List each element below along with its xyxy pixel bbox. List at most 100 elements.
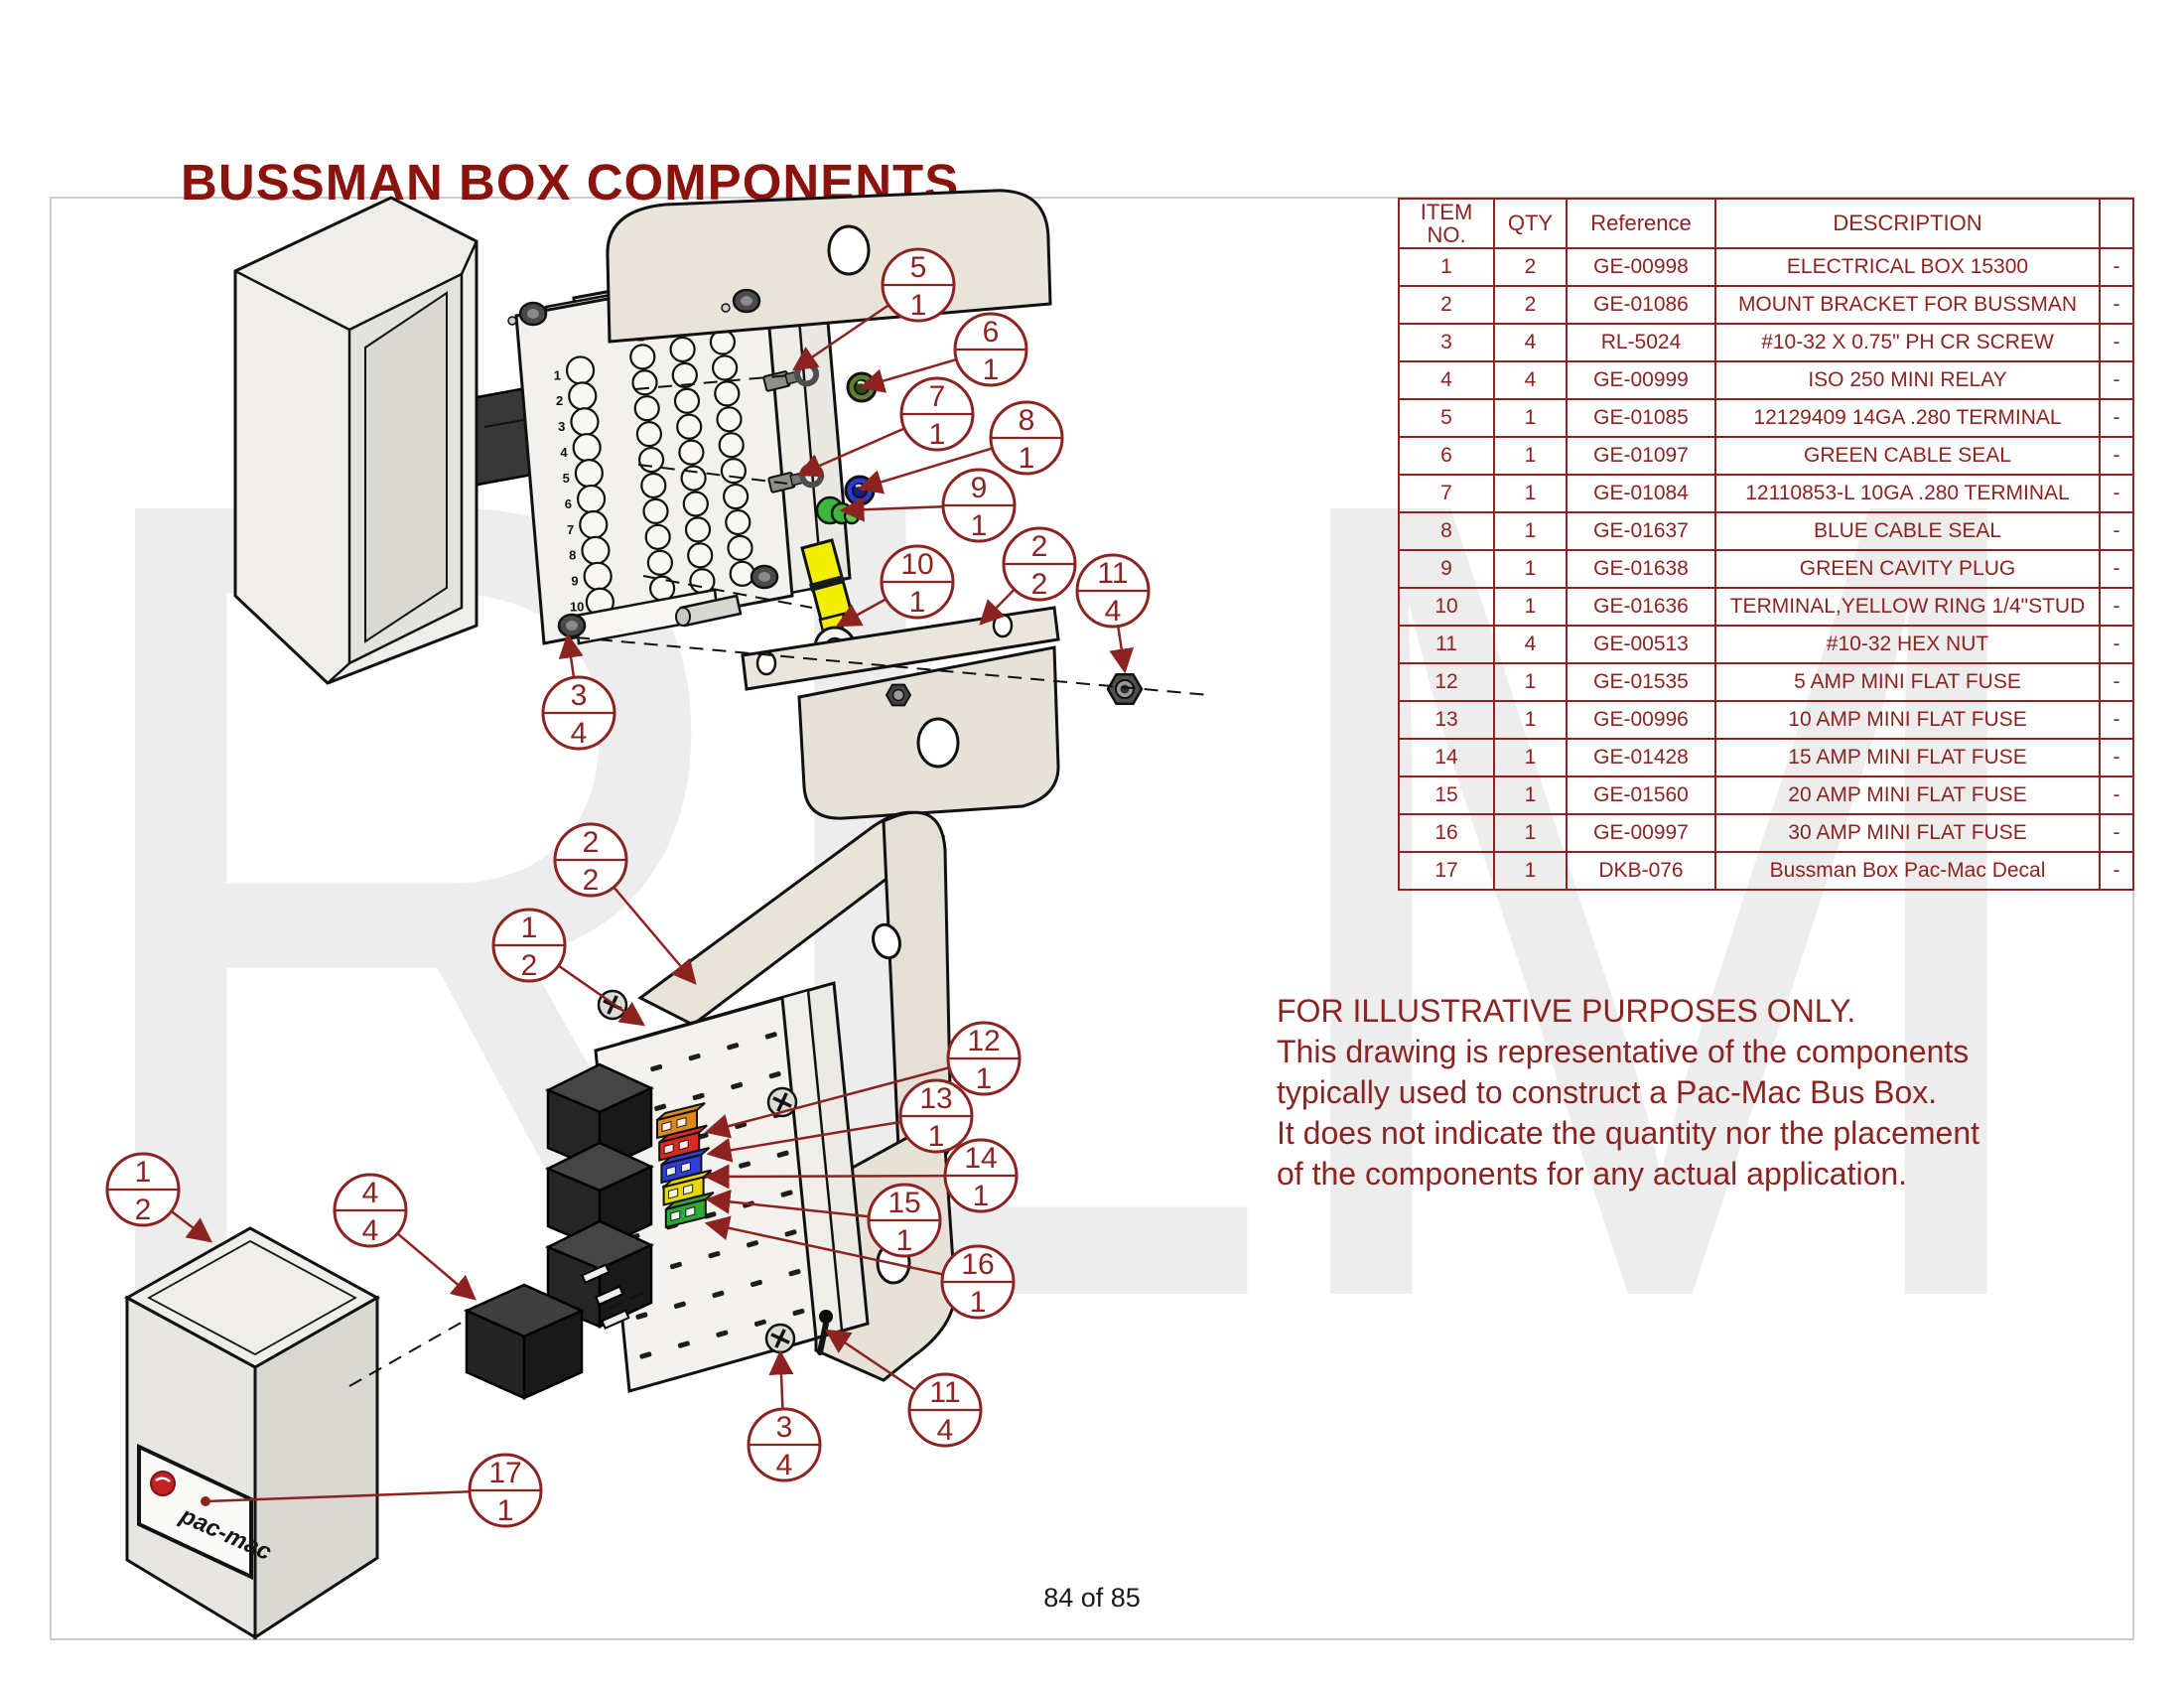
cell-item_no: 10 bbox=[1398, 587, 1495, 627]
cell-qty: 1 bbox=[1493, 700, 1568, 740]
cell-item_no: 2 bbox=[1398, 285, 1495, 325]
cell-description: 15 AMP MINI FLAT FUSE bbox=[1714, 738, 2101, 777]
cell-rev: - bbox=[2099, 813, 2134, 853]
callout-item-number: 2 bbox=[1031, 530, 1048, 563]
callout-qty: 1 bbox=[909, 586, 926, 619]
callout-balloon-item-6: 61 bbox=[859, 312, 1028, 393]
cell-item_no: 11 bbox=[1398, 625, 1495, 664]
cell-qty: 4 bbox=[1493, 360, 1568, 400]
callout-qty: 1 bbox=[973, 1180, 990, 1212]
table-header-row: ITEM NO. QTY Reference DESCRIPTION bbox=[1398, 198, 2134, 249]
cell-qty: 1 bbox=[1493, 474, 1568, 513]
cell-rev: - bbox=[2099, 398, 2134, 438]
cell-reference: DKB-076 bbox=[1566, 851, 1716, 891]
cell-description: Bussman Box Pac-Mac Decal bbox=[1714, 851, 2101, 891]
callout-balloon-item-2: 22 bbox=[979, 526, 1077, 626]
electrical-box-cover-lower: pac-mac bbox=[123, 1226, 381, 1640]
callout-item-number: 7 bbox=[929, 380, 946, 413]
cell-reference: GE-01638 bbox=[1566, 549, 1716, 589]
cell-item_no: 12 bbox=[1398, 662, 1495, 702]
socket-row-label: 6 bbox=[565, 496, 572, 511]
cell-qty: 2 bbox=[1493, 285, 1568, 325]
cell-description: GREEN CABLE SEAL bbox=[1714, 436, 2101, 476]
callout-qty: 4 bbox=[937, 1414, 954, 1447]
callout-qty: 1 bbox=[971, 509, 988, 542]
cell-description: #10-32 X 0.75" PH CR SCREW bbox=[1714, 323, 2101, 362]
callout-item-number: 4 bbox=[362, 1177, 379, 1209]
mount-bracket-bottom bbox=[741, 606, 1060, 820]
blue-cable-seal bbox=[844, 475, 876, 506]
assembly-dashed-lines bbox=[348, 374, 1210, 1387]
cell-rev: - bbox=[2099, 360, 2134, 400]
cell-qty: 1 bbox=[1493, 511, 1568, 551]
cell-rev: - bbox=[2099, 775, 2134, 815]
cell-description: TERMINAL,YELLOW RING 1/4"STUD bbox=[1714, 587, 2101, 627]
callout-item-number: 1 bbox=[521, 912, 538, 944]
cell-qty: 1 bbox=[1493, 587, 1568, 627]
cell-rev: - bbox=[2099, 549, 2134, 589]
callout-qty: 1 bbox=[896, 1224, 913, 1257]
callout-item-number: 9 bbox=[971, 472, 988, 504]
callout-balloon-item-15: 151 bbox=[705, 1183, 942, 1258]
cell-rev: - bbox=[2099, 285, 2134, 325]
cell-item_no: 3 bbox=[1398, 323, 1495, 362]
callout-balloon-item-13: 131 bbox=[706, 1078, 974, 1163]
header-item-no: ITEM NO. bbox=[1398, 198, 1495, 249]
callout-item-number: 16 bbox=[961, 1248, 994, 1281]
callout-balloon-item-3: 34 bbox=[541, 633, 616, 751]
callout-item-number: 17 bbox=[488, 1457, 521, 1489]
corner-post bbox=[750, 564, 779, 590]
relay-socket-grid: 12345678910BCD bbox=[554, 315, 755, 617]
mini-fuse-30-amp-green bbox=[664, 1192, 715, 1229]
callout-balloon-item-3: 34 bbox=[747, 1349, 822, 1482]
header-rev bbox=[2099, 198, 2134, 249]
socket-row-label: 7 bbox=[567, 522, 574, 537]
callout-qty: 4 bbox=[362, 1214, 379, 1247]
callout-balloon-item-12: 121 bbox=[704, 1021, 1022, 1139]
callout-balloon-item-11: 114 bbox=[1075, 553, 1151, 674]
cell-reference: GE-00996 bbox=[1566, 700, 1716, 740]
cell-rev: - bbox=[2099, 700, 2134, 740]
cell-description: MOUNT BRACKET FOR BUSSMAN bbox=[1714, 285, 2101, 325]
callout-qty: 1 bbox=[497, 1494, 514, 1527]
callout-balloon-item-4: 44 bbox=[333, 1173, 477, 1301]
cell-rev: - bbox=[2099, 587, 2134, 627]
hex-nut-stud bbox=[817, 1310, 833, 1355]
callout-item-number: 15 bbox=[887, 1187, 920, 1219]
socket-row-label: 5 bbox=[563, 471, 570, 486]
page-number: 84 of 85 bbox=[1043, 1583, 1141, 1613]
corner-post bbox=[721, 288, 761, 314]
callout-balloon-item-10: 101 bbox=[835, 544, 955, 628]
callout-balloon-item-9: 91 bbox=[839, 468, 1017, 543]
callout-item-number: 14 bbox=[964, 1142, 997, 1175]
callout-qty: 1 bbox=[928, 1120, 945, 1153]
cell-reference: GE-01086 bbox=[1566, 285, 1716, 325]
header-description: DESCRIPTION bbox=[1714, 198, 2101, 249]
cell-item_no: 14 bbox=[1398, 738, 1495, 777]
cell-reference: GE-01428 bbox=[1566, 738, 1716, 777]
callout-qty: 1 bbox=[910, 289, 927, 322]
callout-qty: 1 bbox=[1019, 442, 1035, 475]
callout-balloon-item-1: 12 bbox=[105, 1152, 212, 1243]
bracket-hole bbox=[827, 224, 871, 276]
cell-reference: GE-00998 bbox=[1566, 247, 1716, 287]
corner-post bbox=[507, 301, 548, 327]
cell-item_no: 15 bbox=[1398, 775, 1495, 815]
callout-qty: 1 bbox=[983, 353, 1000, 386]
cell-item_no: 17 bbox=[1398, 851, 1495, 891]
callout-item-number: 5 bbox=[910, 251, 927, 284]
cell-rev: - bbox=[2099, 323, 2134, 362]
cell-rev: - bbox=[2099, 247, 2134, 287]
callout-balloon-item-1: 12 bbox=[491, 908, 646, 1027]
callout-balloon-item-7: 71 bbox=[796, 376, 975, 478]
bracket-pan-hole bbox=[916, 717, 960, 769]
header-reference: Reference bbox=[1566, 198, 1716, 249]
mini-fuse-5-amp-orange bbox=[656, 1102, 706, 1140]
